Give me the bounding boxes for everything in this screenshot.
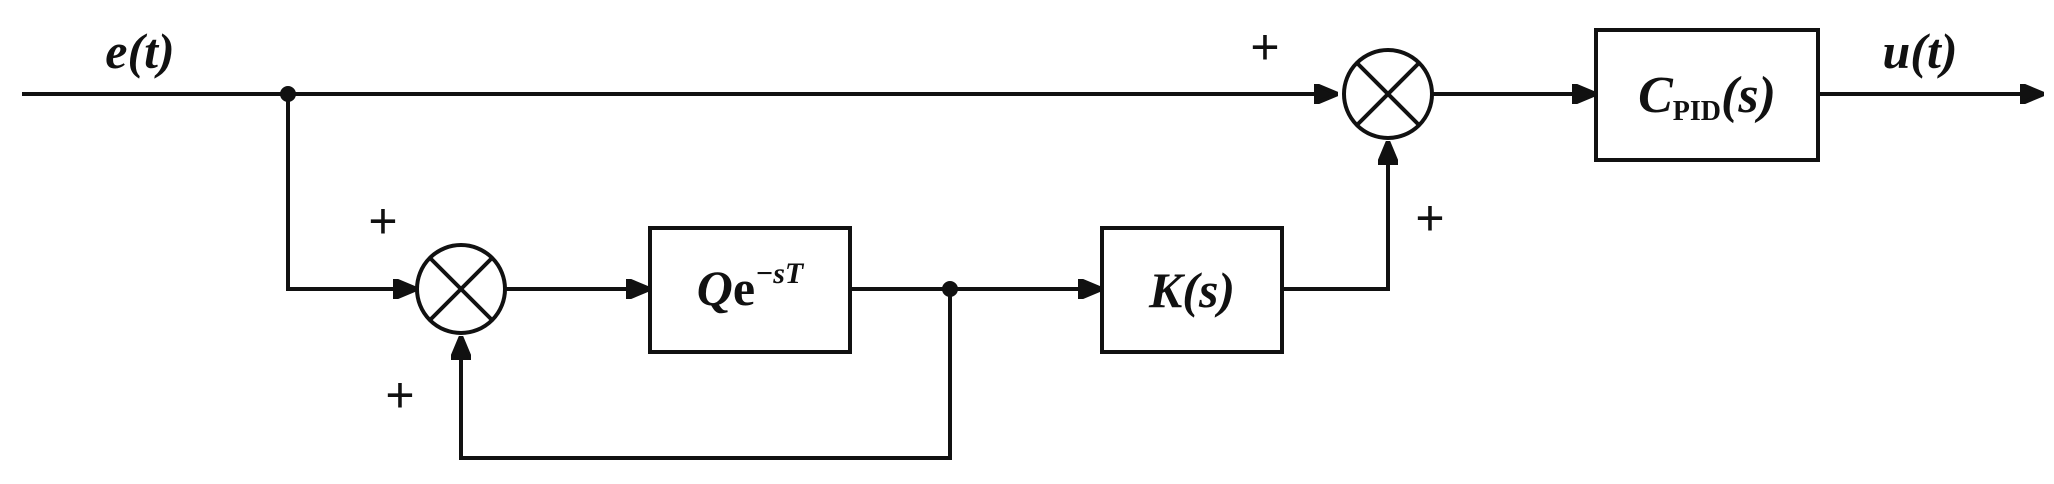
delay-block-label: Qe−sT [697, 257, 805, 316]
feedback-loop-line [461, 289, 952, 460]
sign-lower-sum-bottom: + [385, 367, 414, 423]
controller-block [1594, 28, 1820, 162]
sign-lower-sum-left: + [368, 193, 397, 249]
delay-base: e [733, 260, 755, 316]
sign-upper-sum-bottom: + [1415, 190, 1444, 246]
summing-junction-lower [415, 243, 507, 335]
branch-line-to-lower-sum [286, 94, 417, 289]
sign-upper-sum-top: + [1250, 19, 1279, 75]
delay-main: Q [697, 260, 733, 316]
line-filter-to-upper-sum [1282, 141, 1388, 291]
delay-exponent: −sT [755, 257, 805, 290]
filter-block-label: K(s) [1148, 262, 1235, 318]
output-signal-label: u(t) [1883, 23, 1958, 79]
controller-subscript: PID [1673, 96, 1721, 127]
input-signal-label: e(t) [105, 23, 174, 79]
controller-block-label: CPID(s) [1638, 67, 1776, 127]
controller-main: C [1638, 67, 1674, 124]
summing-junction-upper [1342, 48, 1434, 140]
controller-arg: (s) [1721, 67, 1776, 124]
